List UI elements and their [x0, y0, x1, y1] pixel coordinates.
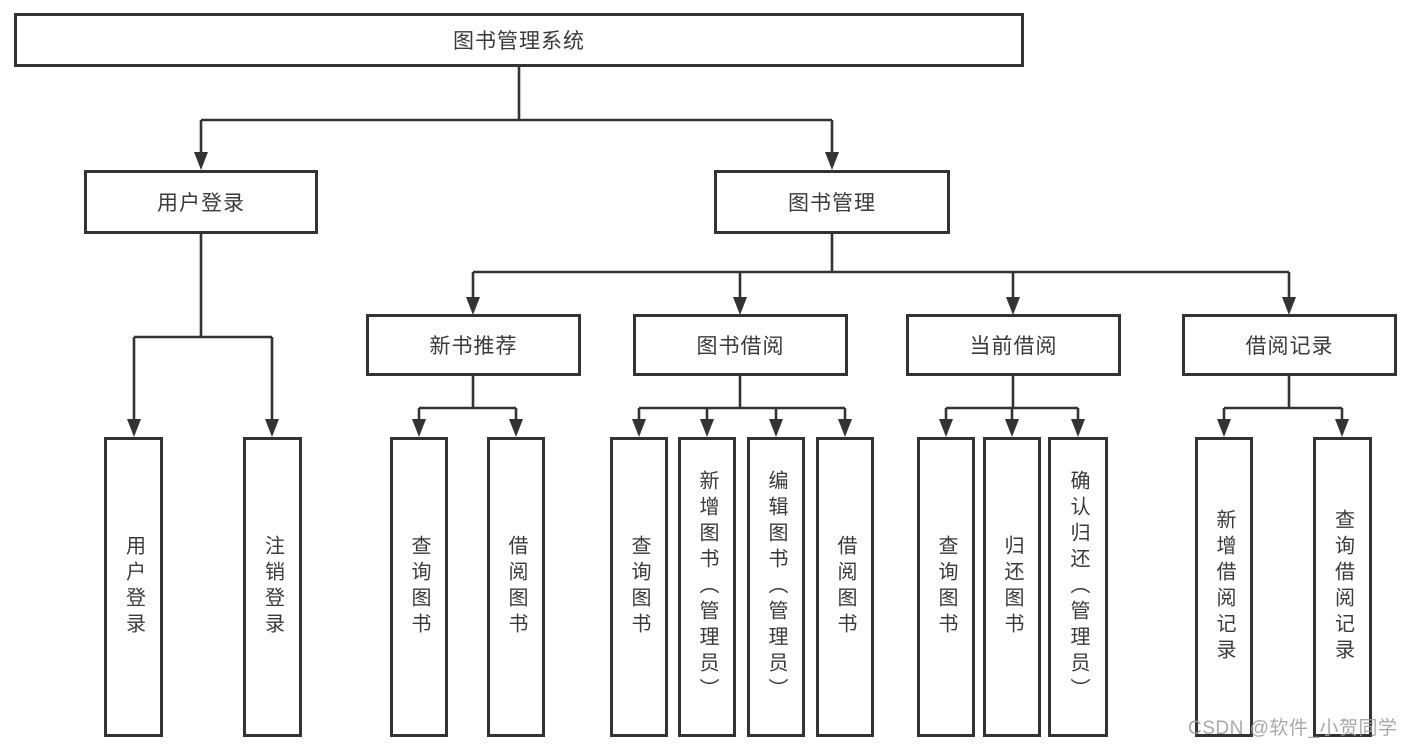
leaf-label: 查询借阅记录 [1331, 509, 1354, 665]
leaf-query-books-2: 查询图书 [610, 437, 668, 737]
leaf-logout: 注销登录 [243, 437, 302, 737]
leaf-label: 新增图书（管理员） [696, 470, 718, 704]
leaf-user-login: 用户登录 [104, 437, 163, 737]
leaf-query-books-1: 查询图书 [390, 437, 448, 737]
leaf-confirm-return-admin: 确认归还（管理员） [1048, 437, 1108, 737]
leaf-label: 查询图书 [628, 535, 650, 639]
node-label: 图书管理 [788, 192, 876, 215]
leaf-add-books-admin: 新增图书（管理员） [678, 437, 736, 737]
leaf-label: 新增借阅记录 [1213, 509, 1235, 665]
leaf-label: 归还图书 [1001, 535, 1023, 639]
node-book-borrowing: 图书借阅 [633, 314, 848, 376]
leaf-borrow-books-2: 借阅图书 [816, 437, 874, 737]
node-label: 图书借阅 [696, 335, 785, 358]
leaf-label: 注销登录 [261, 535, 284, 639]
node-book-management: 图书管理 [714, 170, 950, 234]
leaf-borrow-books-1: 借阅图书 [487, 437, 545, 737]
leaf-return-books: 归还图书 [983, 437, 1041, 737]
node-library-management-system: 图书管理系统 [14, 13, 1024, 67]
node-current-borrowing: 当前借阅 [906, 314, 1121, 376]
leaf-add-borrow-record: 新增借阅记录 [1195, 437, 1253, 737]
node-label: 用户登录 [157, 192, 245, 215]
leaf-label: 编辑图书（管理员） [765, 470, 787, 704]
leaf-label: 确认归还（管理员） [1067, 470, 1089, 704]
node-borrowing-records: 借阅记录 [1182, 314, 1397, 376]
node-label: 图书管理系统 [453, 30, 585, 53]
leaf-query-borrow-record: 查询借阅记录 [1313, 437, 1372, 737]
csdn-watermark: CSDN @软件_小贺同学 [1188, 718, 1398, 739]
node-label: 新书推荐 [429, 335, 518, 358]
node-label: 当前借阅 [969, 335, 1058, 358]
leaf-label: 查询图书 [408, 535, 430, 639]
leaf-edit-books-admin: 编辑图书（管理员） [747, 437, 805, 737]
leaf-label: 借阅图书 [505, 535, 527, 639]
node-label: 借阅记录 [1245, 335, 1334, 358]
arrowheads [127, 152, 1349, 437]
leaf-label: 查询图书 [935, 535, 957, 639]
leaf-label: 用户登录 [122, 535, 145, 639]
node-user-login: 用户登录 [84, 170, 318, 234]
leaf-label: 借阅图书 [834, 535, 856, 639]
node-new-book-recommendation: 新书推荐 [366, 314, 581, 376]
leaf-query-books-3: 查询图书 [917, 437, 975, 737]
